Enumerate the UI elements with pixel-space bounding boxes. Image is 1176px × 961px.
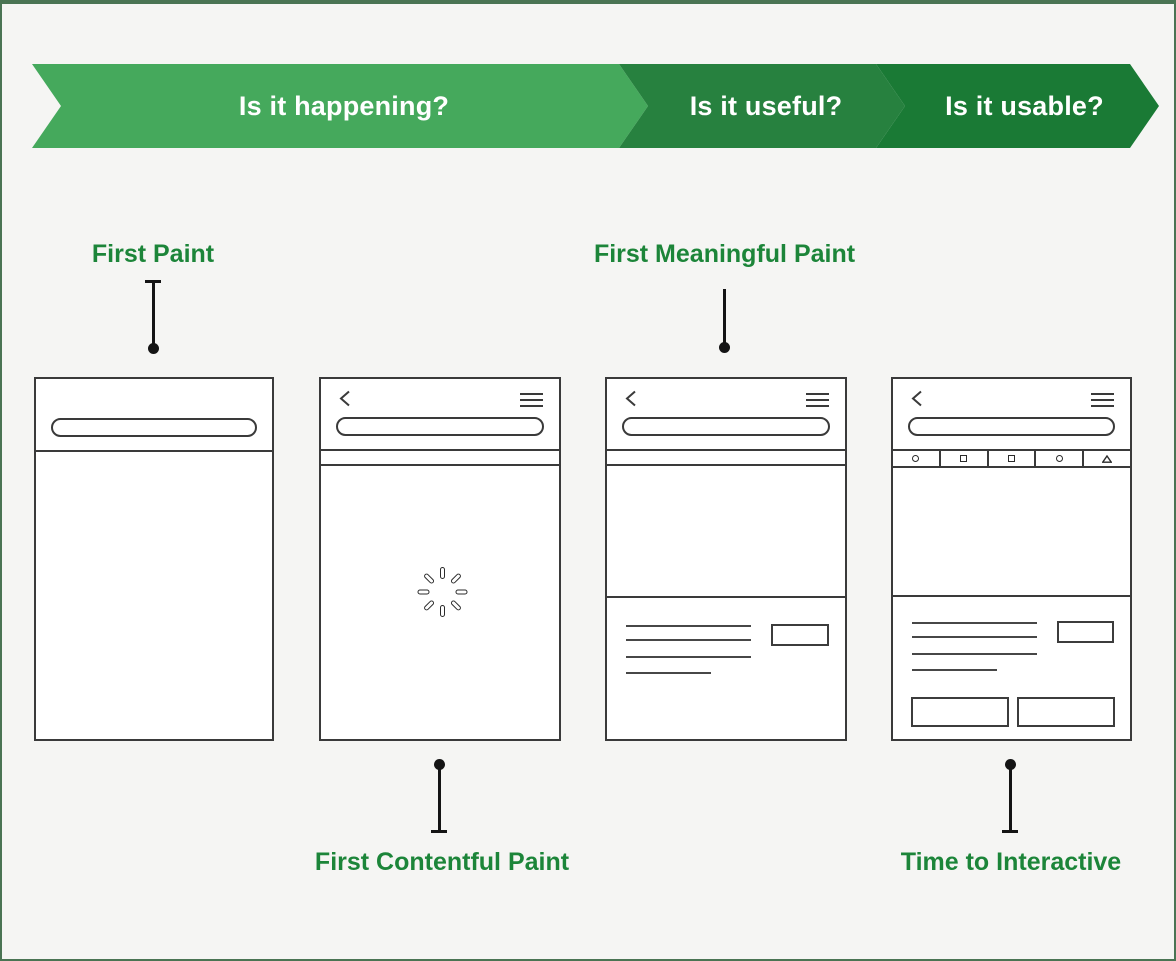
phone-first-paint [34, 377, 274, 741]
back-chevron-icon [339, 390, 350, 407]
tab-triangle-icon [1084, 451, 1130, 466]
browser-header [893, 379, 1130, 451]
tab-square-icon [941, 451, 989, 466]
tab-circle-icon [1036, 451, 1085, 466]
text-line [912, 622, 1037, 624]
browser-header [607, 379, 845, 451]
url-bar [336, 417, 544, 436]
connector-line [152, 280, 155, 346]
hamburger-menu-icon [520, 393, 543, 411]
connector-dot [1005, 759, 1016, 770]
hamburger-menu-icon [806, 393, 829, 411]
stage-label: Is it usable? [945, 90, 1104, 121]
toolbar-band [607, 451, 845, 466]
text-line [626, 625, 751, 627]
text-line [626, 639, 751, 641]
url-bar [51, 418, 257, 437]
button-placeholder [911, 697, 1009, 727]
connector-dot [719, 342, 730, 353]
phone-time-to-interactive [891, 377, 1132, 741]
article-content [893, 597, 1130, 736]
hamburger-menu-icon [1091, 393, 1114, 411]
connector-cap [431, 830, 447, 833]
url-bar [908, 417, 1115, 436]
text-line [912, 669, 997, 671]
text-line [912, 653, 1037, 655]
hero-image-placeholder [607, 466, 845, 598]
label-first-meaningful-paint: First Meaningful Paint [593, 240, 856, 268]
text-line [626, 656, 751, 658]
phone-first-contentful-paint [319, 377, 561, 741]
tab-square-icon [989, 451, 1037, 466]
label-time-to-interactive: Time to Interactive [900, 848, 1122, 876]
text-line [912, 636, 1037, 638]
browser-header [36, 379, 272, 452]
tab-bar [893, 451, 1130, 468]
text-line [626, 672, 711, 674]
label-first-contentful-paint: First Contentful Paint [314, 848, 570, 876]
phone-first-meaningful-paint [605, 377, 847, 741]
article-content [607, 598, 845, 737]
connector-cap [1002, 830, 1018, 833]
toolbar-band [321, 451, 559, 466]
stage-label: Is it useful? [689, 90, 843, 121]
url-bar [622, 417, 830, 436]
tab-circle-icon [893, 451, 941, 466]
hero-image-placeholder [893, 468, 1130, 597]
connector-line [1009, 768, 1012, 830]
back-chevron-icon [625, 390, 636, 407]
browser-header [321, 379, 559, 451]
thumbnail-placeholder [1057, 621, 1114, 643]
back-chevron-icon [911, 390, 922, 407]
button-placeholder [1017, 697, 1115, 727]
stage-is-it-useful: Is it useful? [619, 64, 905, 148]
label-first-paint: First Paint [91, 240, 215, 268]
connector-line [438, 768, 441, 830]
stage-is-it-happening: Is it happening? [32, 64, 648, 148]
stage-label: Is it happening? [238, 90, 450, 121]
connector-dot [434, 759, 445, 770]
thumbnail-placeholder [771, 624, 829, 646]
stage-is-it-usable: Is it usable? [876, 64, 1159, 148]
connector-dot [148, 343, 159, 354]
connector-line [723, 289, 726, 344]
